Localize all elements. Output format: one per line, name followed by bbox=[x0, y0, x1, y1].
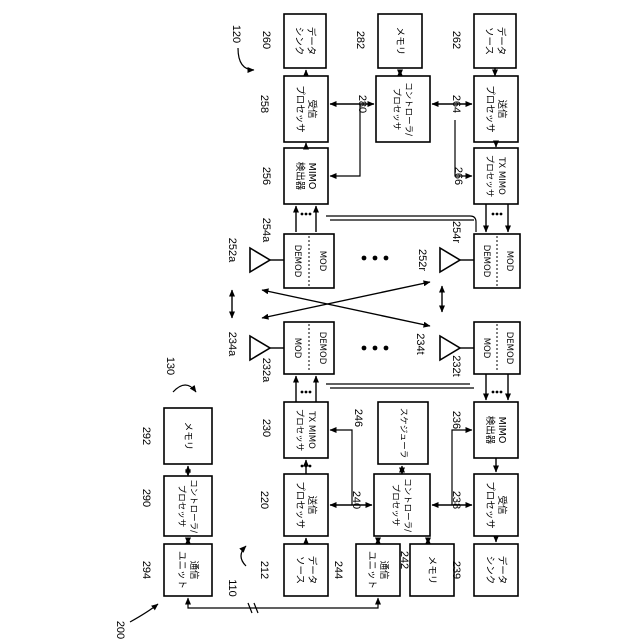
antenna-252r-icon bbox=[440, 248, 474, 272]
mod-demod-232t-block: MOD DEMOD bbox=[474, 322, 520, 374]
ref-label-212: 212 bbox=[258, 561, 270, 579]
data-source-262-block: データソース bbox=[474, 14, 516, 68]
ref-label-238: 238 bbox=[450, 491, 462, 509]
mimo-detector-256-label: MIMO検出器 bbox=[294, 162, 317, 191]
memory-282-block: メモリ bbox=[378, 14, 422, 68]
mod-232t-label: MOD bbox=[481, 338, 491, 359]
ref-label-282: 282 bbox=[354, 31, 366, 49]
ref-label-280: 280 bbox=[356, 95, 368, 113]
ref-label-240: 240 bbox=[350, 491, 362, 509]
ellipsis-dots-lower bbox=[362, 346, 389, 351]
ref-label-252a: 252a bbox=[226, 238, 238, 263]
arc-120 bbox=[238, 48, 254, 70]
demod-232t-label: DEMOD bbox=[504, 332, 514, 365]
tx-mimo-processor-266-block: TX MIMOプロセッサ bbox=[474, 148, 518, 204]
ref-label-260: 260 bbox=[260, 31, 272, 49]
controller-290-block: コントローラ/プロセッサ bbox=[164, 476, 212, 536]
data-sink-239-block: データシンク bbox=[474, 544, 518, 596]
data-source-212-block: データソース bbox=[284, 544, 328, 596]
ref-label-266: 266 bbox=[452, 167, 464, 185]
ref-label-254a: 254a bbox=[260, 218, 272, 243]
ref-label-244: 244 bbox=[332, 561, 344, 579]
antenna-234a-icon bbox=[250, 336, 284, 360]
ref-label-232a: 232a bbox=[260, 358, 272, 383]
backhaul-link bbox=[188, 598, 378, 608]
ref-label-232t: 232t bbox=[450, 355, 462, 376]
ellipsis-dots-230 bbox=[301, 391, 312, 394]
demod-254r-label: DEMOD bbox=[481, 245, 491, 278]
mimo-detector-236-block: MIMO検出器 bbox=[474, 402, 518, 458]
mod-254a-label: MOD bbox=[317, 251, 327, 272]
demod-254a-label: DEMOD bbox=[292, 245, 302, 278]
figure-ref-120: 120 bbox=[230, 25, 242, 43]
ref-label-294: 294 bbox=[140, 561, 152, 579]
mod-demod-232a-block: MOD DEMOD bbox=[284, 322, 334, 374]
ref-label-258: 258 bbox=[258, 95, 270, 113]
arc-130 bbox=[173, 385, 196, 392]
mimo-detector-236-label: MIMO検出器 bbox=[484, 416, 507, 445]
mod-254r-label: MOD bbox=[504, 251, 514, 272]
memory-292-label: メモリ bbox=[182, 422, 193, 451]
ref-label-234t: 234t bbox=[414, 333, 426, 354]
figure-ref-110: 110 bbox=[226, 579, 238, 597]
tx-processor-220-block: 送信プロセッサ bbox=[284, 474, 328, 536]
ref-label-239: 239 bbox=[450, 561, 462, 579]
comm-unit-294-block: 通信ユニット bbox=[164, 544, 212, 596]
mimo-detector-256-block: MIMO検出器 bbox=[284, 148, 328, 204]
ref-label-230: 230 bbox=[260, 419, 272, 437]
controller-240-block: コントローラ/プロセッサ bbox=[374, 474, 430, 536]
ref-label-256: 256 bbox=[260, 167, 272, 185]
data-sink-260-block: データシンク bbox=[284, 14, 326, 68]
ellipsis-dots-236 bbox=[492, 391, 503, 394]
ellipsis-dots-upper bbox=[362, 256, 389, 261]
demod-mod-254a-block: DEMOD MOD bbox=[284, 234, 334, 288]
comm-unit-244-block: 通信ユニット bbox=[356, 544, 400, 596]
arc-110 bbox=[241, 546, 246, 566]
link-280-256 bbox=[330, 104, 360, 176]
arc-200 bbox=[130, 604, 158, 622]
ref-label-292: 292 bbox=[140, 427, 152, 445]
ellipsis-dots-256 bbox=[301, 213, 312, 216]
ellipsis-dots-266 bbox=[492, 213, 503, 216]
memory-282-label: メモリ bbox=[394, 27, 405, 56]
ref-label-264: 264 bbox=[450, 95, 462, 113]
demod-mod-254r-block: DEMOD MOD bbox=[474, 234, 520, 288]
mod-232a-label: MOD bbox=[292, 338, 302, 359]
wireless-cross-1 bbox=[262, 290, 430, 326]
memory-292-block: メモリ bbox=[164, 408, 212, 464]
figure-ref-200: 200 bbox=[114, 621, 126, 639]
ref-label-252r: 252r bbox=[416, 249, 428, 271]
rx-processor-258-block: 受信プロセッサ bbox=[284, 76, 328, 142]
controller-280-block: コントローラ/プロセッサ bbox=[376, 76, 430, 142]
scheduler-246-label: スケジューラ bbox=[398, 408, 408, 458]
memory-242-block: メモリ bbox=[410, 544, 454, 596]
memory-242-label: メモリ bbox=[426, 556, 437, 585]
scheduler-246-block: スケジューラ bbox=[378, 402, 428, 464]
antenna-252a-icon bbox=[250, 248, 284, 272]
tx-mimo-processor-230-block: TX MIMOプロセッサ bbox=[284, 402, 328, 458]
ref-label-262: 262 bbox=[450, 31, 462, 49]
ref-label-254r: 254r bbox=[450, 221, 462, 243]
figure-ref-130: 130 bbox=[164, 357, 176, 375]
ref-label-234a: 234a bbox=[226, 332, 238, 357]
tx-processor-264-block: 送信プロセッサ bbox=[474, 76, 518, 142]
ref-label-220: 220 bbox=[258, 491, 270, 509]
demod-232a-label: DEMOD bbox=[317, 332, 327, 365]
link-240-230 bbox=[330, 430, 352, 505]
ellipsis-dots-220 bbox=[301, 465, 312, 468]
ref-label-242: 242 bbox=[398, 551, 410, 569]
rx-processor-238-block: 受信プロセッサ bbox=[474, 474, 518, 536]
ref-label-290: 290 bbox=[140, 489, 152, 507]
ref-label-236: 236 bbox=[450, 411, 462, 429]
ref-label-246: 246 bbox=[352, 409, 364, 427]
